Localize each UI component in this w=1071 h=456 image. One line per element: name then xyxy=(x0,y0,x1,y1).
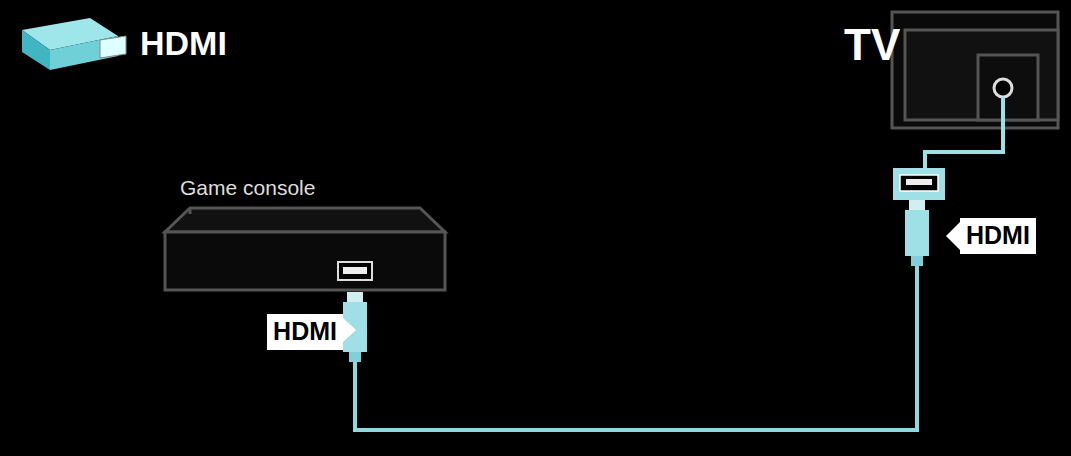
tag-pointer xyxy=(343,318,356,342)
console-node: Game console xyxy=(160,172,450,292)
node-label: Game console xyxy=(180,176,315,200)
node-label: TV xyxy=(844,20,900,70)
title-label: HDMI xyxy=(140,24,227,63)
console-hdmi-plug xyxy=(343,292,367,362)
console-hdmi-port xyxy=(338,262,372,280)
console-drawing xyxy=(165,208,445,290)
tv-hdmi-port xyxy=(893,168,945,200)
tv-hdmi-plug xyxy=(905,200,929,266)
tag-pointer xyxy=(946,222,960,250)
cable-tag: HDMI xyxy=(267,314,343,350)
tv-drawing xyxy=(892,12,1058,128)
cable-tag: HDMI xyxy=(960,218,1036,254)
hdmi-icon xyxy=(22,18,126,70)
tv-cable xyxy=(925,79,1012,172)
